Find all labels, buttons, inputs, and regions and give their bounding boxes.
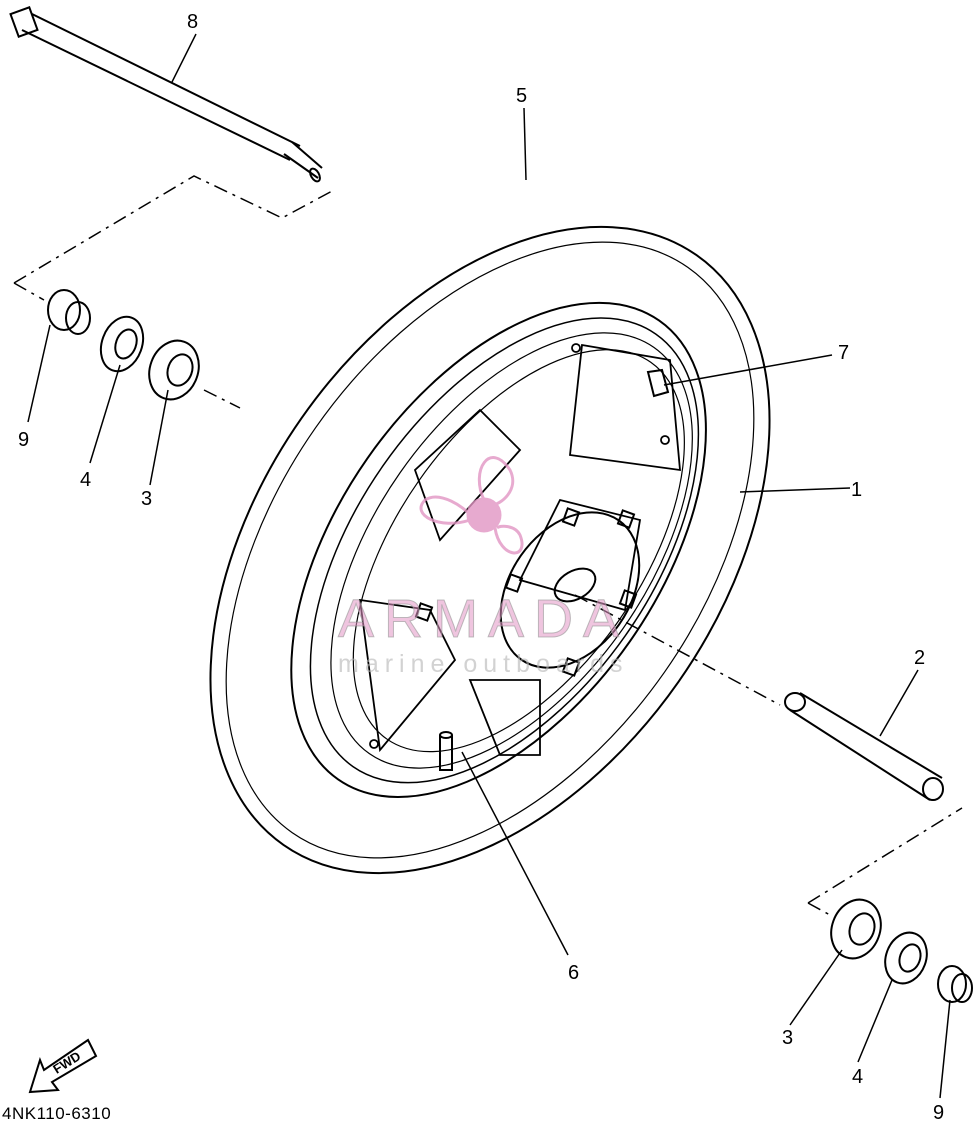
- part-label-4-left: 4: [80, 469, 92, 491]
- right-oil-seal-4: [884, 931, 928, 985]
- tire: [209, 225, 771, 875]
- part-label-9-right: 9: [933, 1102, 945, 1124]
- watermark-propeller-icon: [419, 456, 524, 555]
- wheel-spokes: [358, 343, 681, 756]
- balance-weight: [646, 368, 670, 398]
- watermark-subtitle: marine outboards: [338, 650, 629, 678]
- right-bearing-3: [830, 898, 882, 960]
- tire-valve: [439, 731, 453, 771]
- part-label-2: 2: [914, 647, 926, 669]
- part-label-6: 6: [568, 962, 580, 984]
- fwd-arrow-icon: [28, 1038, 98, 1094]
- right-collar-9: [937, 965, 973, 1003]
- collar: [784, 692, 944, 801]
- left-oil-seal-4: [99, 315, 145, 373]
- part-label-7: 7: [838, 342, 850, 364]
- wheel-hub: [414, 507, 641, 677]
- part-label-3-left: 3: [141, 488, 153, 510]
- left-bearing-3: [148, 339, 200, 401]
- assembly-lines: [13, 175, 963, 916]
- left-collar-9: [47, 289, 91, 335]
- part-label-5: 5: [516, 85, 528, 107]
- part-label-1: 1: [851, 479, 863, 501]
- part-label-3-right: 3: [782, 1027, 794, 1049]
- watermark-title: ARMADA: [337, 589, 630, 650]
- wheel-axle: [9, 6, 323, 183]
- diagram-code: 4NK110-6310: [2, 1104, 112, 1123]
- part-label-4-right: 4: [852, 1066, 864, 1088]
- part-label-9-left: 9: [18, 429, 30, 451]
- leader-lines: [27, 33, 951, 1099]
- part-label-8: 8: [187, 11, 199, 33]
